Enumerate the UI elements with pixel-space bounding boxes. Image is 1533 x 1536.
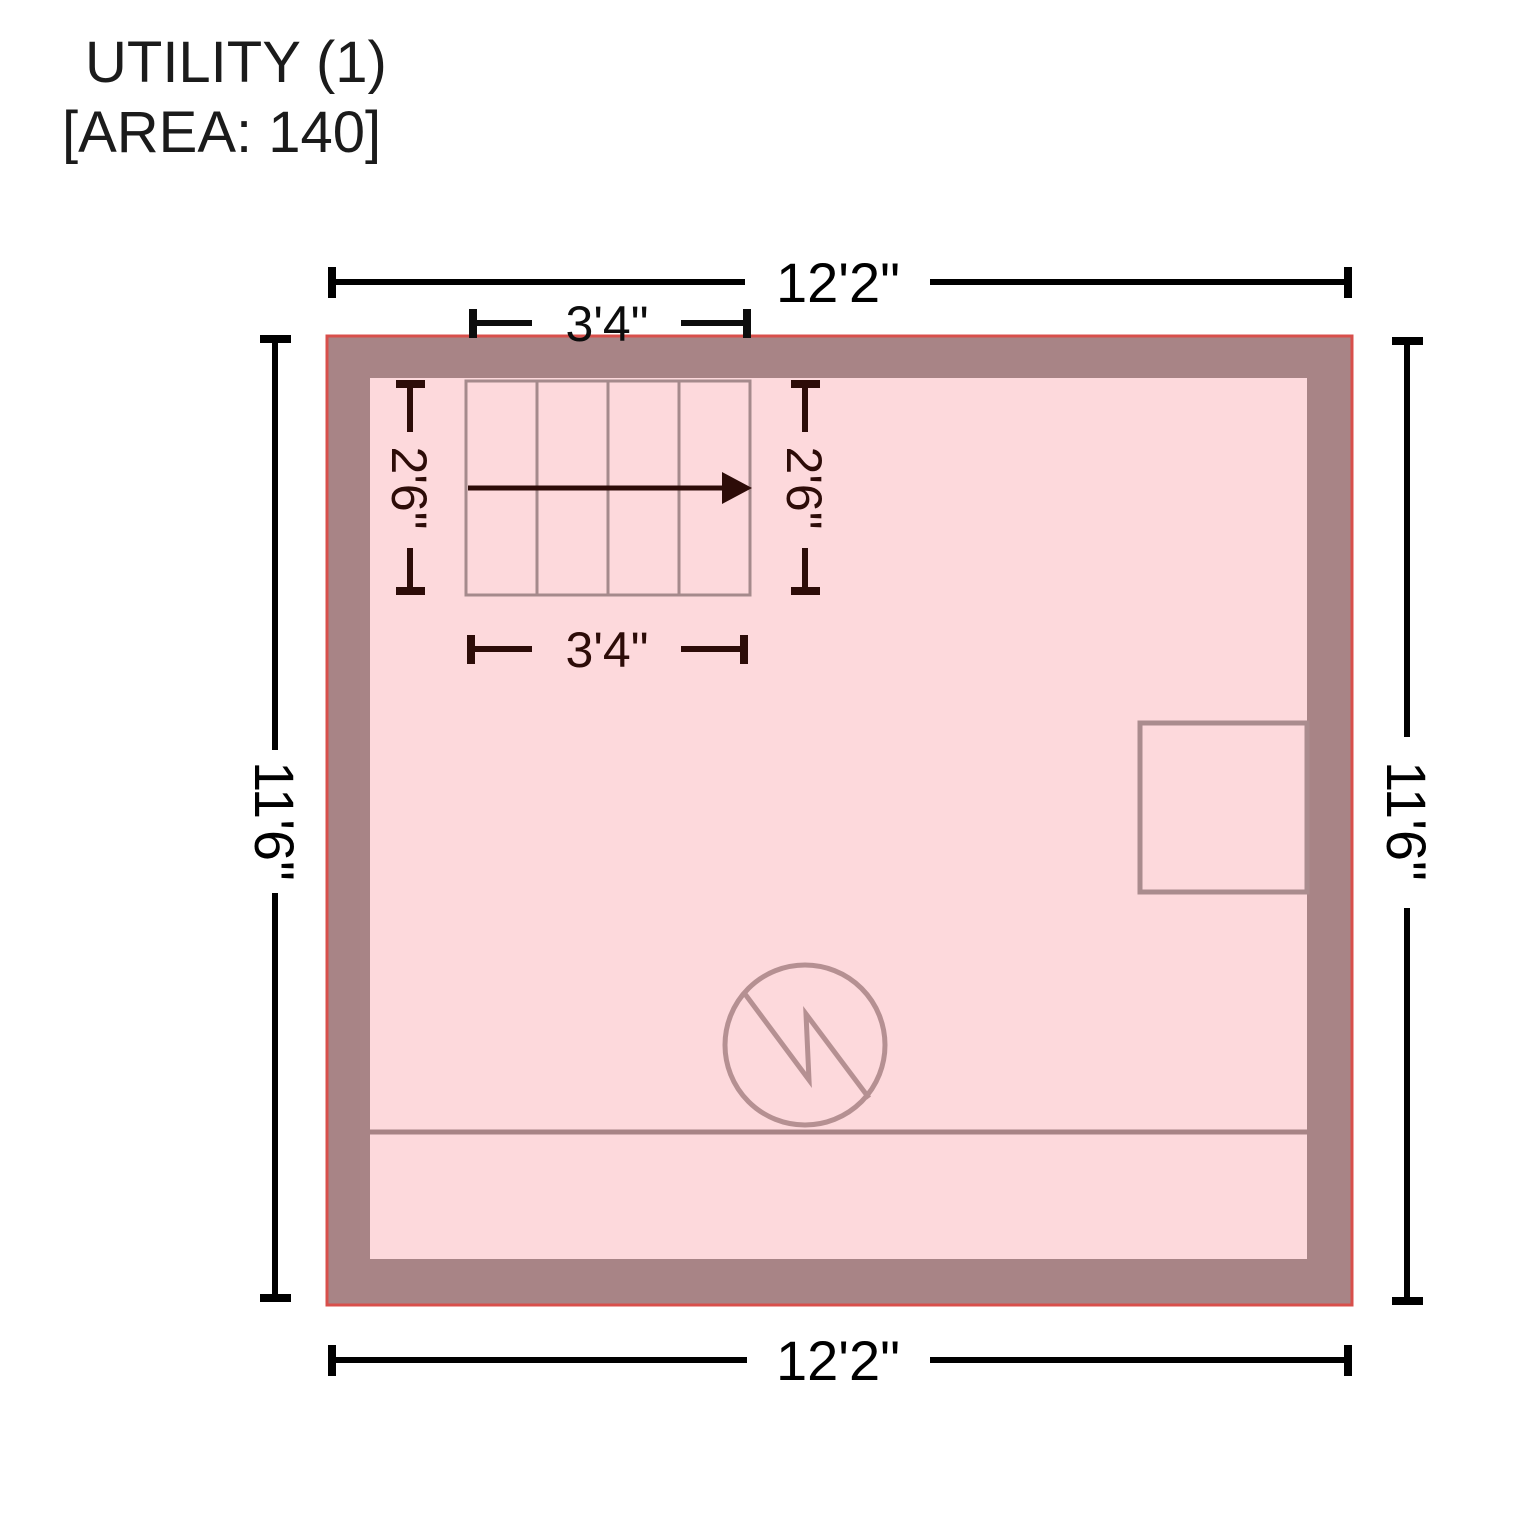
dimension-end-cap bbox=[328, 267, 336, 298]
room-floor bbox=[370, 378, 1307, 1259]
equipment-symbol bbox=[722, 962, 888, 1128]
dimension-label-left: 11'6" bbox=[243, 761, 306, 881]
dimension-bottom: 12'2" bbox=[328, 1329, 1352, 1392]
dimension-end-cap bbox=[740, 635, 748, 664]
stair-dimension-left: 2'6" bbox=[381, 380, 437, 595]
room-area-label: [AREA: 140] bbox=[62, 100, 381, 165]
dimension-end-cap bbox=[469, 309, 477, 338]
staircase bbox=[464, 379, 752, 597]
stair-dimension-bottom: 3'4" bbox=[467, 622, 748, 678]
wall-fixture-box bbox=[1137, 720, 1310, 895]
dimension-top: 12'2" bbox=[328, 251, 1352, 314]
dimension-end-cap bbox=[791, 587, 820, 595]
dimension-right: 11'6" bbox=[1375, 337, 1438, 1305]
stair-dimension-label-left: 2'6" bbox=[381, 447, 437, 530]
stair-dimension-top: 3'4" bbox=[469, 296, 751, 352]
stair-dimension-label-right: 2'6" bbox=[776, 447, 832, 530]
dimension-label-top: 12'2" bbox=[776, 251, 900, 314]
stair-dimension-label-top: 3'4" bbox=[566, 296, 649, 352]
equipment-circle-icon bbox=[722, 962, 888, 1128]
dimension-end-cap bbox=[260, 335, 291, 343]
dimension-end-cap bbox=[396, 380, 425, 388]
dimension-end-cap bbox=[328, 1345, 336, 1376]
room-title: UTILITY (1) bbox=[85, 30, 387, 95]
stair-dimension-label-bottom: 3'4" bbox=[566, 622, 649, 678]
dimension-label-bottom: 12'2" bbox=[776, 1329, 900, 1392]
stair-dimension-right: 2'6" bbox=[776, 380, 832, 595]
dimension-end-cap bbox=[743, 309, 751, 338]
dimension-end-cap bbox=[260, 1294, 291, 1302]
dimension-end-cap bbox=[791, 380, 820, 388]
equipment-zigzag-icon bbox=[742, 992, 871, 1100]
dimension-end-cap bbox=[1344, 1345, 1352, 1376]
dimension-end-cap bbox=[396, 587, 425, 595]
stair-direction-arrow-head-icon bbox=[722, 472, 752, 504]
dimension-end-cap bbox=[1392, 337, 1423, 345]
dimension-end-cap bbox=[1344, 267, 1352, 298]
dimension-end-cap bbox=[1392, 1297, 1423, 1305]
dimension-end-cap bbox=[467, 635, 475, 664]
dimension-left: 11'6" bbox=[243, 335, 306, 1302]
dimension-label-right: 11'6" bbox=[1375, 761, 1438, 881]
